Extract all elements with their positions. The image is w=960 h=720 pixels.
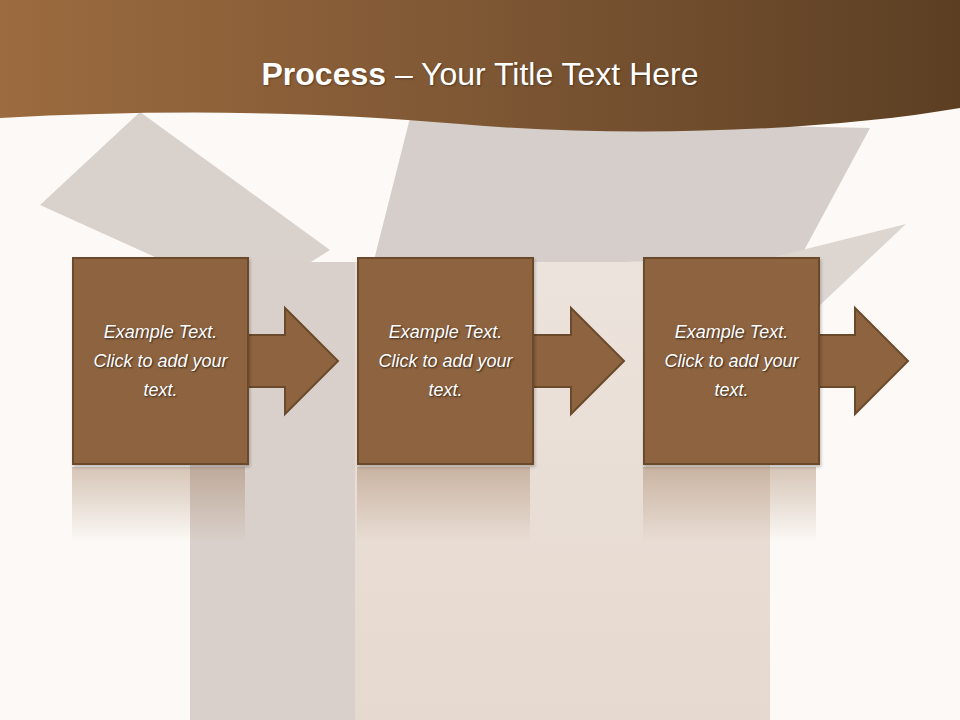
title-part: Process [261,56,386,92]
box-text: Example Text. Click to add your text. [645,318,818,405]
reflection [643,467,816,542]
process-arrow [814,308,908,414]
title-part: – Your Title Text Here [386,56,698,92]
header-band [0,0,960,131]
reflection [72,467,245,542]
process-box: Example Text. Click to add your text. [357,257,534,465]
box-flap [372,118,870,268]
box-text: Example Text. Click to add your text. [74,318,247,405]
process-box: Example Text. Click to add your text. [643,257,820,465]
process-arrow [247,308,338,414]
reflection [357,467,530,542]
process-box: Example Text. Click to add your text. [72,257,249,465]
box-text: Example Text. Click to add your text. [359,318,532,405]
slide-title: Process – Your Title Text Here [0,50,960,98]
process-arrow [532,308,624,414]
